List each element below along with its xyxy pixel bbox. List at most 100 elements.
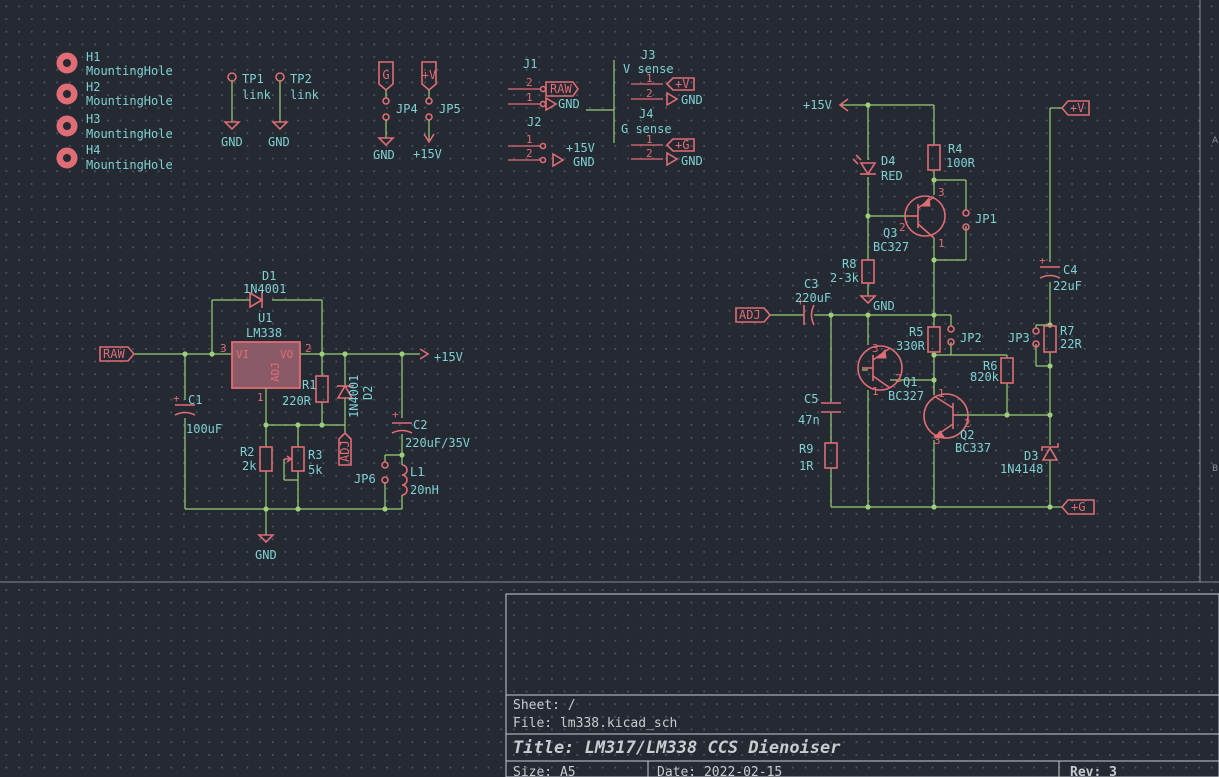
ccs-plus15v: +15V (803, 98, 832, 112)
l1-value: 20nH (410, 483, 439, 497)
r7-ref: R7 (1060, 324, 1074, 338)
c2-polarity: + (392, 408, 399, 421)
q1-ref: Q1 (903, 375, 917, 389)
r3-ref: R3 (308, 448, 322, 462)
j1-raw-label: RAW (550, 82, 572, 96)
transistor-q1[interactable]: 3 2 1 Q1 BC327 (857, 342, 924, 403)
resistor-r1[interactable]: R1 220R (282, 375, 329, 408)
edge-letter-a: A (1212, 136, 1219, 146)
h4-value: MountingHole (86, 158, 173, 172)
capacitor-c2[interactable]: + C2 220uF/35V (391, 408, 470, 450)
resistor-r4[interactable]: R4 100R (927, 142, 976, 171)
plusg-output-label[interactable]: +G (1060, 499, 1095, 515)
adj-label[interactable]: ADJ (338, 431, 352, 466)
c3-polarity: + (797, 295, 804, 308)
plusv-output-label[interactable]: +V (1060, 100, 1090, 116)
potentiometer-r3[interactable]: R3 5k (284, 446, 323, 477)
jumper-jp3[interactable]: JP3 (1008, 327, 1040, 348)
q1-pin3: 3 (872, 342, 879, 355)
mounting-hole-h1[interactable]: H1 MountingHole (56, 50, 173, 78)
mounting-hole-h4[interactable]: H4 MountingHole (56, 143, 173, 172)
j1-pin1: 1 (526, 91, 533, 104)
r8-value: 2-3k (830, 271, 860, 285)
regulator-u1[interactable]: VI VO ADJ 3 2 1 U1 LM338 (220, 311, 312, 404)
tp2-value: link (290, 88, 320, 102)
r7-value: 22R (1060, 337, 1082, 351)
j3-plusv-label: +V (675, 77, 689, 91)
jumper-jp2[interactable]: JP2 (947, 325, 982, 346)
q2-pin3: 3 (934, 434, 941, 447)
q3-pin3: 3 (938, 186, 945, 199)
plus15v-ccs[interactable]: +15V (803, 98, 849, 112)
u1-pin-vi: VI (236, 348, 249, 361)
jumper-jp1[interactable]: JP1 (962, 209, 997, 231)
title-block-sheet: Sheet: / (513, 698, 576, 713)
title-block-file: File: lm338.kicad_sch (513, 716, 677, 731)
r2-value: 2k (242, 459, 257, 473)
u1-pin1: 1 (257, 391, 264, 404)
adj-label-text: ADJ (338, 440, 352, 462)
h2-value: MountingHole (86, 94, 173, 108)
ground-symbol-reg[interactable]: GND (255, 534, 277, 562)
tp1-value: link (242, 88, 272, 102)
title-block-date: Date: 2022-02-15 (657, 765, 782, 777)
j3-ref: J3 (641, 48, 655, 62)
transistor-q2[interactable]: 1 2 3 Q2 BC337 (923, 387, 991, 455)
plus15v-output[interactable]: +15V (419, 348, 463, 364)
u1-value: LM338 (246, 326, 282, 340)
c4-polarity: + (1039, 254, 1046, 267)
led-d4[interactable]: D4 RED (852, 154, 903, 183)
mounting-hole-h2[interactable]: H2 MountingHole (56, 80, 173, 108)
diode-d3[interactable]: D3 1N4148 (1000, 443, 1059, 476)
u1-pin3: 3 (220, 342, 227, 355)
transistor-q3[interactable]: 3 2 1 Q3 BC327 (873, 186, 946, 254)
connector-j3[interactable]: J3 V sense 1 2 +V GND (623, 48, 703, 107)
d2-value: 1N4001 (347, 375, 361, 418)
connector-j2[interactable]: J2 1 2 +15V GND (508, 115, 595, 169)
mounting-hole-h3[interactable]: H3 MountingHole (56, 112, 173, 141)
jp1-ref: JP1 (975, 212, 997, 226)
inductor-l1[interactable]: L1 20nH (401, 464, 439, 497)
resistor-r8[interactable]: R8 2-3k (830, 257, 875, 285)
resistor-r9[interactable]: R9 1R (799, 442, 838, 473)
q3-pin2: 2 (899, 221, 906, 234)
jumper-jp4[interactable]: G JP4 GND (373, 61, 418, 162)
jumper-jp6[interactable]: JP6 (354, 461, 389, 486)
r8-ref: R8 (842, 257, 856, 271)
j2-pin2: 2 (526, 147, 533, 160)
connector-j1[interactable]: J1 2 1 RAW GND (508, 57, 580, 112)
resistor-r7[interactable]: R7 22R (1043, 324, 1082, 353)
capacitor-c3[interactable]: + C3 220uF (795, 277, 831, 326)
r4-value: 100R (946, 156, 976, 170)
jp5-net-label: +V (422, 68, 436, 82)
testpoint-tp1[interactable]: TP1 link GND (221, 72, 272, 149)
tp1-ref: TP1 (242, 72, 264, 86)
h1-value: MountingHole (86, 64, 173, 78)
raw-input-label[interactable]: RAW (99, 346, 136, 362)
u1-ref: U1 (258, 311, 272, 325)
tp1-gnd: GND (221, 135, 243, 149)
capacitor-c4[interactable]: + C4 22uF (1039, 254, 1082, 293)
title-block-size: Size: A5 (513, 765, 576, 777)
jp5-ref: JP5 (439, 102, 461, 116)
d4-value: RED (881, 169, 903, 183)
connector-j4[interactable]: J4 G sense 1 2 +G GND (621, 107, 703, 168)
ground-symbol-ccs[interactable]: GND (859, 295, 895, 313)
adj-input-label[interactable]: ADJ (735, 307, 772, 323)
resistor-r6[interactable]: R6 820k (970, 357, 1014, 384)
c2-ref: C2 (413, 418, 427, 432)
diode-d1[interactable]: D1 1N4001 (243, 269, 286, 309)
diode-d2[interactable]: D2 1N4001 (336, 375, 375, 418)
resistor-r5[interactable]: R5 330R (896, 325, 941, 353)
j3-pin1: 1 (646, 72, 653, 85)
capacitor-c1[interactable]: + C1 100uF (173, 392, 222, 436)
resistor-r2[interactable]: R2 2k (240, 445, 273, 473)
c5-value: 47n (798, 413, 820, 427)
j2-ref: J2 (527, 115, 541, 129)
jumper-jp5[interactable]: +V JP5 +15V (413, 61, 461, 161)
testpoint-tp2[interactable]: TP2 link GND (268, 72, 320, 149)
q1-pin2: 2 (895, 372, 902, 385)
jp3-ref: JP3 (1008, 331, 1030, 345)
capacitor-c5[interactable]: C5 47n (798, 392, 841, 427)
